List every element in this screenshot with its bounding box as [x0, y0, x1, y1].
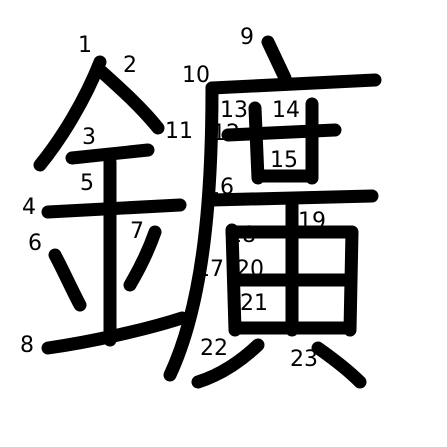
stroke-number-17: 17 [196, 257, 224, 282]
stroke-number-13: 13 [220, 98, 248, 123]
stroke-22 [191, 338, 265, 389]
stroke-13 [248, 101, 265, 185]
stroke-number-5: 5 [80, 171, 94, 196]
stroke-16 [205, 189, 379, 207]
stroke-2 [95, 65, 165, 135]
stroke-number-23: 23 [290, 347, 318, 372]
stroke-10 [205, 73, 382, 95]
stroke-12 [221, 123, 342, 142]
stroke-number-2: 2 [123, 53, 137, 78]
stroke-number-21: 21 [240, 291, 268, 316]
stroke-number-4: 4 [22, 195, 36, 220]
stroke-number-3: 3 [82, 125, 96, 150]
stroke-number-19: 19 [298, 209, 326, 234]
stroke-number-15: 15 [270, 148, 298, 173]
stroke-3 [65, 143, 155, 165]
character-strokes [33, 35, 382, 389]
stroke-number-22: 22 [200, 336, 228, 361]
stroke-8 [41, 311, 189, 355]
stroke-number-11: 11 [165, 119, 193, 144]
stroke-7 [123, 225, 162, 292]
stroke-number-9: 9 [240, 25, 254, 50]
stroke-1 [33, 55, 107, 172]
stroke-6 [48, 248, 87, 312]
stroke-number-10: 10 [182, 63, 210, 88]
stroke-number-7: 7 [130, 219, 144, 244]
stroke-9 [261, 35, 292, 85]
stroke-number-12: 12 [212, 121, 240, 146]
stroke-number-16: 16 [206, 175, 234, 200]
stroke-18 [225, 225, 359, 337]
stroke-number-14: 14 [272, 98, 300, 123]
stroke-number-6: 6 [28, 231, 42, 256]
stroke-number-1: 1 [78, 33, 92, 58]
stroke-number-8: 8 [20, 333, 34, 358]
stroke-11 [163, 81, 219, 382]
stroke-23 [311, 341, 367, 389]
stroke-number-20: 20 [236, 257, 264, 282]
stroke-number-18: 18 [228, 223, 256, 248]
